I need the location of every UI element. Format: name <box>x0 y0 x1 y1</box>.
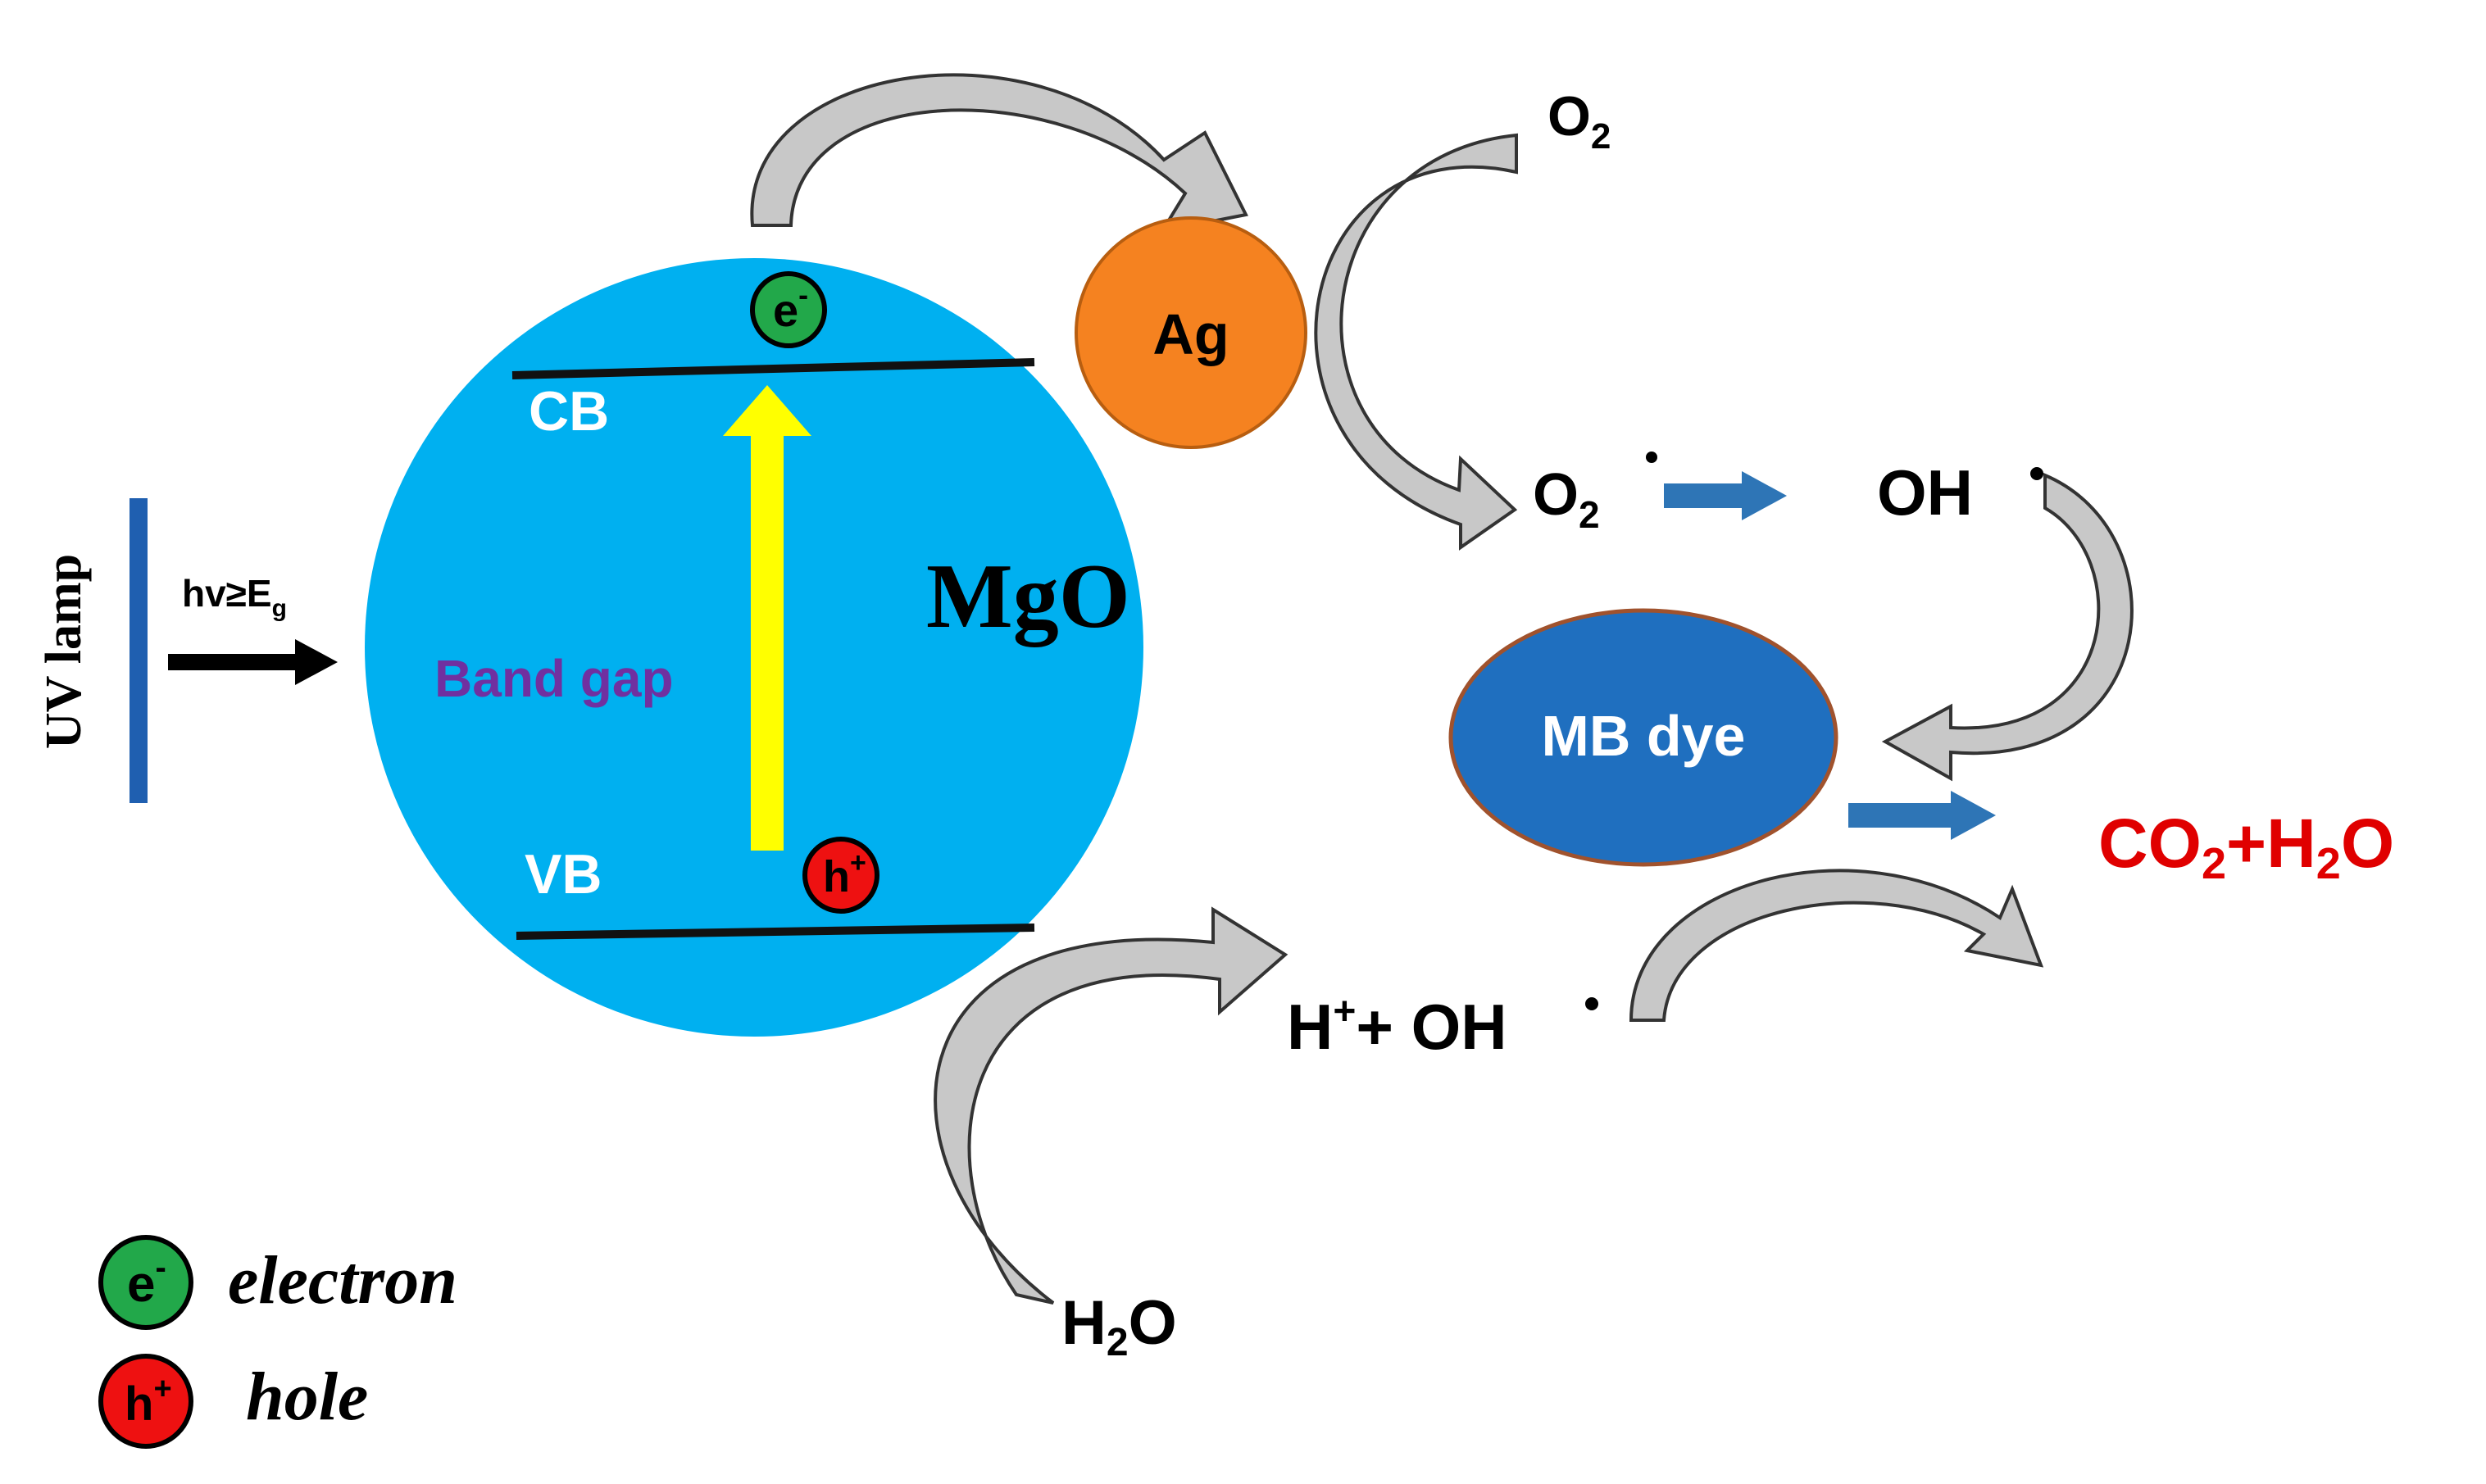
legend-electron-symbol: e- <box>127 1250 166 1313</box>
legend-electron-label: electron <box>228 1242 457 1318</box>
electron-symbol: e- <box>773 278 808 336</box>
excitation-arrow-head <box>295 639 338 685</box>
band-gap-arrow <box>723 385 811 851</box>
electron-circle <box>750 271 827 348</box>
uv-lamp: UV lamp <box>36 498 148 803</box>
hole-circle <box>802 837 879 914</box>
legend-hole-label: hole <box>246 1359 368 1435</box>
dye-degradation-arrow <box>1848 791 1996 840</box>
hydroxyl-to-product-arrow-body <box>1629 869 2044 1022</box>
superoxide-label: O2 <box>1533 462 1600 536</box>
electron-transfer-arrow <box>750 73 1248 234</box>
legend-electron-icon <box>98 1235 193 1330</box>
legend-electron: e- electron <box>98 1235 457 1330</box>
hydroxyl-to-product-arrow <box>1629 869 2044 1022</box>
excitation-arrow: hv≥Eg <box>168 572 338 685</box>
cb-label: CB <box>529 380 609 442</box>
water-oxidation-arrow <box>934 906 1288 1305</box>
degradation-arrow-head <box>1951 791 1996 840</box>
oxygen-reduction-arrow <box>1314 133 1518 551</box>
degradation-arrow-shaft <box>1848 803 1955 828</box>
o2-label: O2 <box>1548 85 1611 157</box>
flow-arrow-head <box>1742 471 1787 520</box>
band-gap-label: Band gap <box>434 649 674 708</box>
superoxide-to-hydroxyl-arrow <box>1664 471 1787 520</box>
mgo-label: MgO <box>926 546 1130 647</box>
legend-hole-icon <box>98 1354 193 1449</box>
band-gap-arrow-head <box>723 385 811 436</box>
vb-label: VB <box>525 843 602 905</box>
superoxide-radical-dot <box>1646 452 1657 463</box>
mb-dye-label: MB dye <box>1542 704 1746 768</box>
uv-lamp-label: UV lamp <box>36 554 92 749</box>
uv-lamp-bar <box>130 498 148 803</box>
hydroxyl-attack-arrow <box>1881 472 2134 782</box>
hydroxyl-label: OH <box>1877 456 1973 529</box>
water-oxidation-arrow-body <box>934 906 1288 1305</box>
ag-label: Ag <box>1152 302 1229 366</box>
electron-transfer-arrow-body <box>750 73 1248 234</box>
hole-carrier: h+ <box>802 837 879 914</box>
hydroxyl-radical-dot <box>2030 467 2043 480</box>
band-gap-arrow-shaft <box>751 433 784 851</box>
hole-symbol: h+ <box>823 847 866 901</box>
proton-hydroxyl-label: H++ OH <box>1287 990 1507 1063</box>
hydroxyl-attack-arrow-body <box>1881 472 2134 782</box>
flow-arrow-shaft <box>1664 483 1746 508</box>
legend-hole: h+ hole <box>98 1354 368 1449</box>
excitation-label: hv≥Eg <box>182 572 287 622</box>
oxygen-reduction-arrow-body <box>1314 133 1518 551</box>
legend: e- electron h+ hole <box>98 1235 457 1449</box>
valence-band-line <box>516 924 1035 940</box>
electron-carrier: e- <box>750 271 827 348</box>
legend-hole-symbol: h+ <box>125 1372 172 1431</box>
product-label: CO2+H2O <box>2098 805 2394 888</box>
proton-hydroxyl-radical-dot <box>1585 997 1598 1010</box>
ag-nanoparticle <box>1075 216 1307 449</box>
water-label: H2O <box>1061 1288 1177 1364</box>
conduction-band-line <box>511 358 1035 379</box>
mb-dye <box>1448 608 1838 867</box>
